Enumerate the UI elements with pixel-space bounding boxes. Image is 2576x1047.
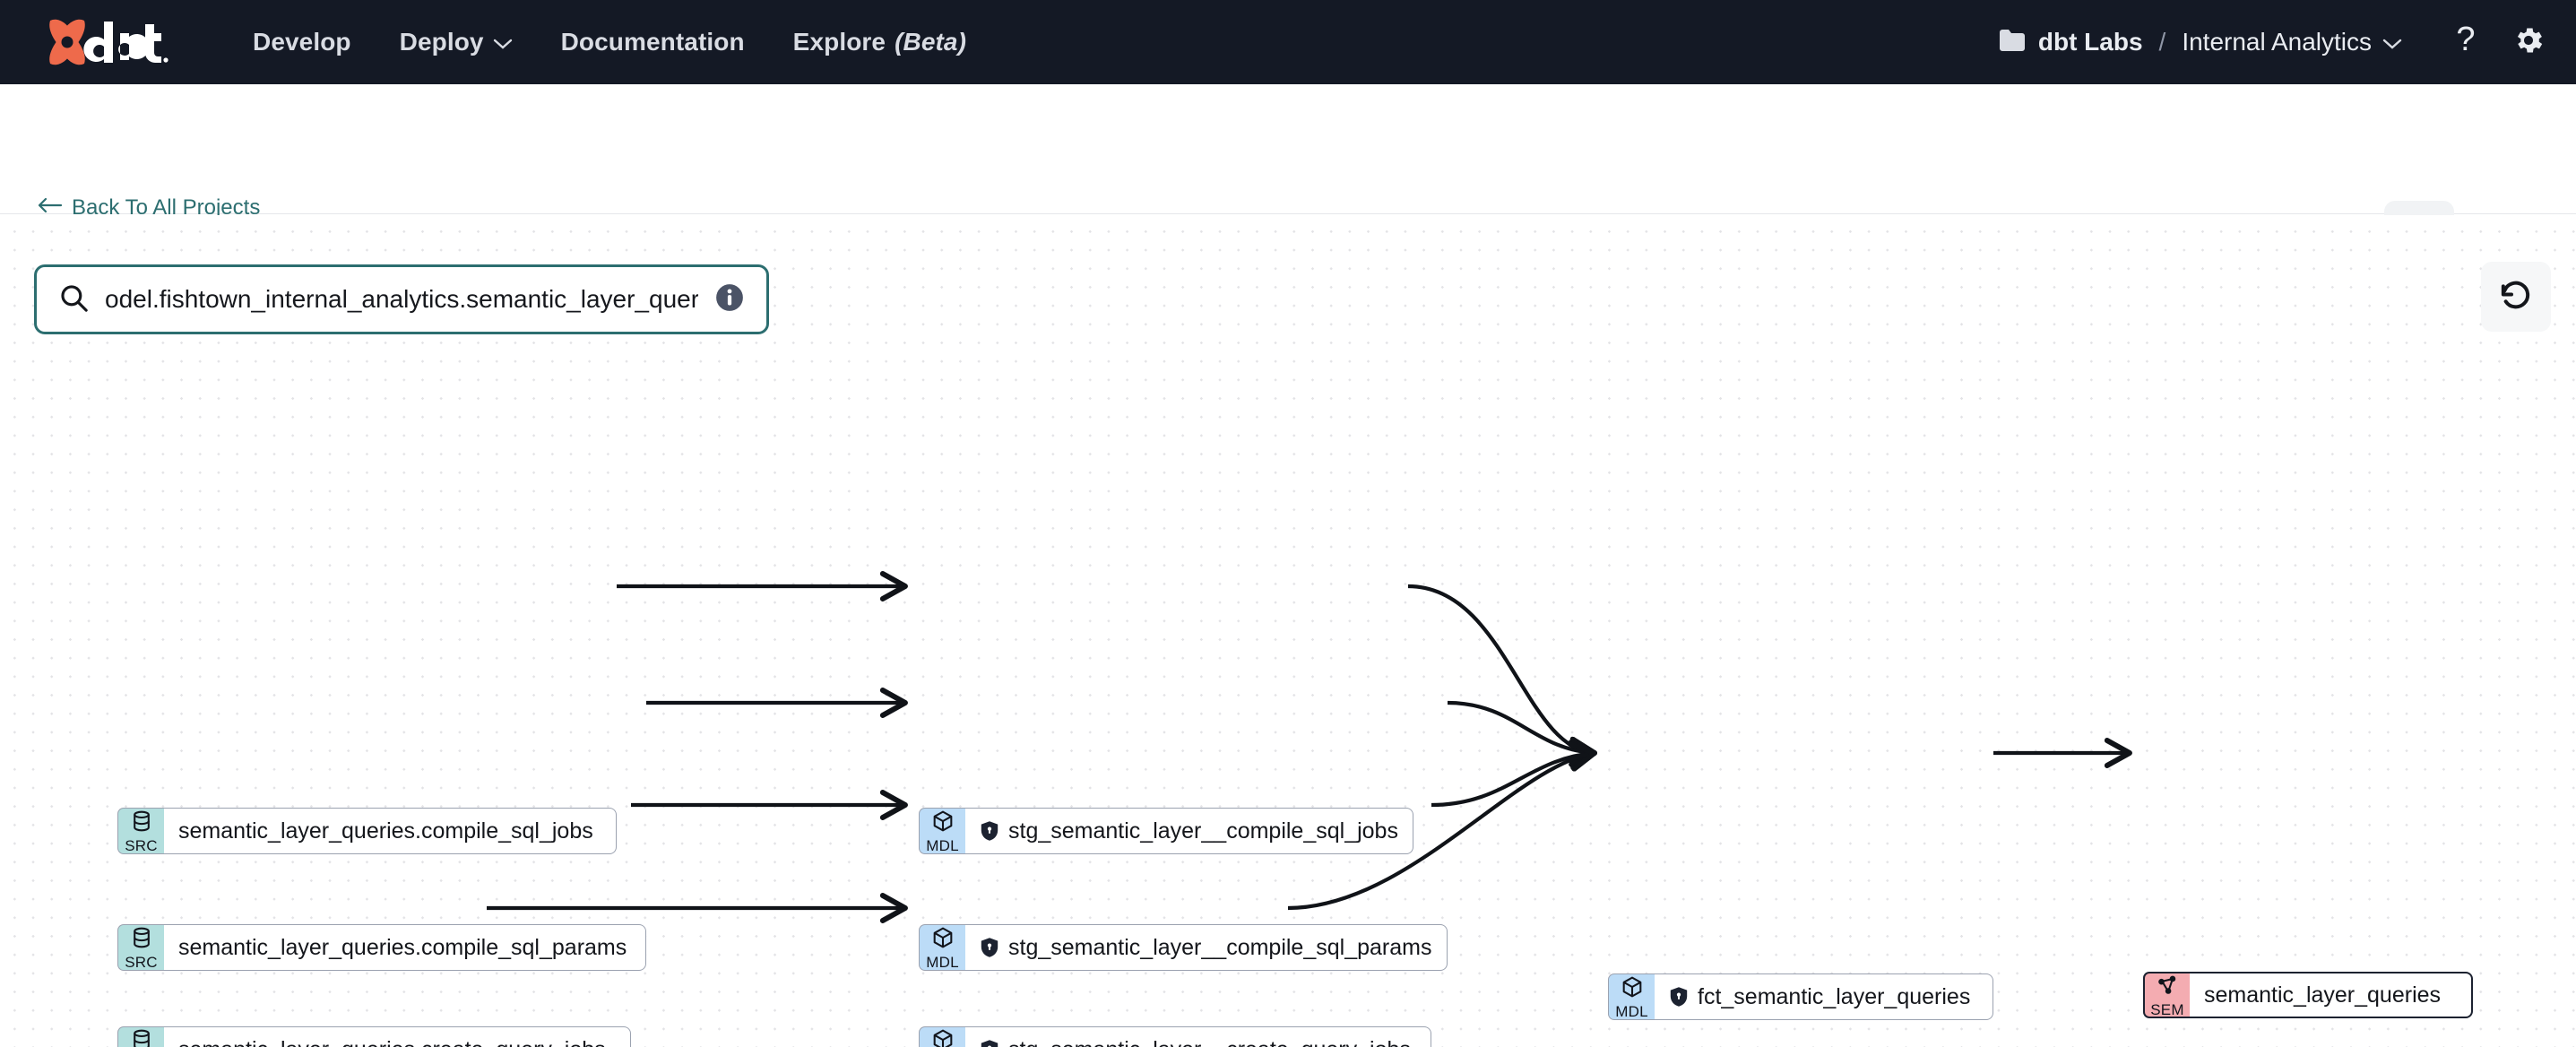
database-cylinder-icon <box>130 809 153 837</box>
info-icon[interactable] <box>714 282 745 317</box>
semantic-graph-icon <box>2156 973 2179 1001</box>
node-label: semantic_layer_queries.compile_sql_jobs <box>178 818 593 844</box>
cube-icon <box>1621 975 1644 1003</box>
node-label: semantic_layer_queries <box>2204 982 2442 1008</box>
node-body[interactable]: semantic_layer_queries.compile_sql_jobs <box>164 808 617 854</box>
svg-text:?: ? <box>2456 22 2475 58</box>
search-input[interactable]: odel.fishtown_internal_analytics.semanti… <box>105 285 698 313</box>
node-body[interactable]: stg_semantic_layer__create_query_jobs <box>965 1026 1431 1047</box>
shield-lock-icon <box>980 1039 999 1047</box>
node-type-badge-label: MDL <box>926 836 959 854</box>
node-body[interactable]: semantic_layer_queries.compile_sql_param… <box>164 924 646 971</box>
breadcrumb-separator: / <box>2158 28 2166 56</box>
node-label: semantic_layer_queries.create_query_jobs <box>178 1037 606 1047</box>
node-type-badge-label: SEM <box>2150 1000 2184 1018</box>
lineage-canvas[interactable]: odel.fishtown_internal_analytics.semanti… <box>0 215 2576 1047</box>
lineage-node-src2[interactable]: SRC semantic_layer_queries.compile_sql_pa… <box>117 924 646 971</box>
lineage-edges <box>487 215 2576 1047</box>
node-type-badge-sem: SEM <box>2143 972 2190 1018</box>
lineage-node-mdl1[interactable]: MDL stg_semantic_layer__compile_sql_jobs <box>919 808 1413 854</box>
lineage-node-fct1[interactable]: MDL fct_semantic_layer_queries <box>1608 973 1993 1020</box>
database-cylinder-icon <box>130 926 153 954</box>
shield-lock-icon <box>980 937 999 958</box>
arrow-left-icon <box>36 195 63 221</box>
node-type-badge-label: MDL <box>1615 1002 1648 1020</box>
node-body[interactable]: semantic_layer_queries.create_query_jobs <box>164 1026 631 1047</box>
nav-link-develop-label: Develop <box>253 28 351 56</box>
node-type-badge-label: SRC <box>125 953 158 971</box>
cube-icon <box>931 1028 955 1047</box>
node-type-badge-src: SRC <box>117 1026 164 1047</box>
org-breadcrumb[interactable]: dbt Labs <box>1999 28 2143 56</box>
search-icon <box>58 282 89 317</box>
primary-nav-links: Develop Deploy Documentation Explore (Be… <box>253 28 966 56</box>
lineage-graph: SRC semantic_layer_queries.compile_sql_jo… <box>0 215 2576 1047</box>
node-type-badge-src: SRC <box>117 808 164 854</box>
shield-lock-icon <box>980 820 999 842</box>
nav-link-documentation-label: Documentation <box>560 28 745 56</box>
nav-right-cluster: dbt Labs / Internal Analytics ? <box>1999 0 2546 84</box>
help-icon[interactable]: ? <box>2451 21 2481 64</box>
node-label: fct_semantic_layer_queries <box>1698 983 1971 1009</box>
folder-icon <box>1999 29 2026 56</box>
node-type-badge-mdl: MDL <box>919 924 965 971</box>
node-label: stg_semantic_layer__compile_sql_jobs <box>1008 818 1398 844</box>
lineage-node-src3[interactable]: SRC semantic_layer_queries.create_query_j… <box>117 1026 631 1047</box>
explore-beta-tag: (Beta) <box>895 28 967 56</box>
node-type-badge-src: SRC <box>117 924 164 971</box>
nav-link-documentation[interactable]: Documentation <box>561 28 745 56</box>
lineage-node-mdl3[interactable]: MDL stg_semantic_layer__create_query_jobs <box>919 1026 1431 1047</box>
top-navigation-bar: Develop Deploy Documentation Explore (Be… <box>0 0 2576 84</box>
nav-link-deploy-label: Deploy <box>399 28 484 56</box>
reset-view-button[interactable] <box>2481 262 2551 332</box>
node-body[interactable]: semantic_layer_queries <box>2190 972 2473 1018</box>
nav-link-deploy[interactable]: Deploy <box>400 28 513 56</box>
nav-link-develop[interactable]: Develop <box>253 28 351 56</box>
page-subheader: Back To All Projects Internal Analytics <box>0 84 2576 271</box>
node-label: stg_semantic_layer__compile_sql_params <box>1008 934 1432 960</box>
node-body[interactable]: fct_semantic_layer_queries <box>1655 973 1993 1020</box>
lineage-node-sem1[interactable]: SEM semantic_layer_queries <box>2143 972 2473 1018</box>
node-type-badge-mdl: MDL <box>919 1026 965 1047</box>
database-cylinder-icon <box>130 1028 153 1047</box>
project-selector-label: Internal Analytics <box>2182 28 2372 56</box>
dbt-logo[interactable] <box>39 15 197 69</box>
nav-link-explore-label: Explore <box>792 28 886 56</box>
cube-icon <box>931 809 955 837</box>
node-body[interactable]: stg_semantic_layer__compile_sql_params <box>965 924 1448 971</box>
lineage-node-mdl2[interactable]: MDL stg_semantic_layer__compile_sql_param… <box>919 924 1448 971</box>
node-type-badge-mdl: MDL <box>1608 973 1655 1020</box>
nav-link-explore[interactable]: Explore (Beta) <box>793 28 966 56</box>
node-type-badge-label: MDL <box>926 953 959 971</box>
lineage-node-src1[interactable]: SRC semantic_layer_queries.compile_sql_jo… <box>117 808 617 854</box>
node-type-badge-mdl: MDL <box>919 808 965 854</box>
org-name-label: dbt Labs <box>2037 28 2143 56</box>
node-type-badge-label: SRC <box>125 836 158 854</box>
node-label: stg_semantic_layer__create_query_jobs <box>1008 1037 1411 1047</box>
chevron-down-icon <box>2382 28 2402 56</box>
shield-lock-icon <box>1669 986 1689 1008</box>
chevron-down-icon <box>493 28 513 56</box>
project-selector[interactable]: Internal Analytics <box>2182 28 2402 56</box>
node-body[interactable]: stg_semantic_layer__compile_sql_jobs <box>965 808 1413 854</box>
node-label: semantic_layer_queries.compile_sql_param… <box>178 934 627 960</box>
gear-icon[interactable] <box>2511 23 2546 62</box>
search-input-wrapper[interactable]: odel.fishtown_internal_analytics.semanti… <box>34 264 769 334</box>
cube-icon <box>931 926 955 954</box>
